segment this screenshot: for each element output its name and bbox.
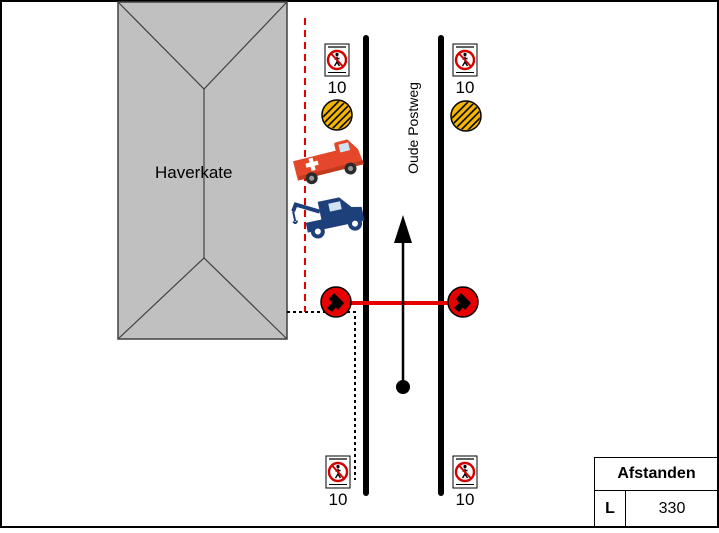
road-closed-icon xyxy=(320,286,352,318)
sign-number-bottom-left: 10 xyxy=(328,490,348,509)
distances-row-label: L xyxy=(594,490,626,528)
direction-arrow-icon xyxy=(394,215,412,394)
sign-number-top-right: 10 xyxy=(455,78,475,97)
street-name: Oude Postweg xyxy=(405,82,421,174)
ambulance-icon xyxy=(293,139,364,185)
building-haverkate xyxy=(117,1,288,340)
distances-table-header: Afstanden xyxy=(594,457,719,491)
black-dashed-boundary xyxy=(287,311,356,480)
pedestrian-prohibited-icon xyxy=(451,454,479,490)
distances-table: Afstanden L 330 xyxy=(594,457,719,528)
pedestrian-prohibited-icon xyxy=(324,454,352,490)
sign-number-top-left: 10 xyxy=(327,78,347,97)
pedestrian-prohibited-icon xyxy=(323,42,351,78)
building-label: Haverkate xyxy=(155,163,233,182)
distances-row-value: 330 xyxy=(625,490,719,528)
tow-truck-icon xyxy=(291,197,365,239)
sign-number-bottom-right: 10 xyxy=(455,490,475,509)
zone-end-icon xyxy=(446,96,488,138)
road-closed-icon xyxy=(447,286,479,318)
zone-end-icon xyxy=(317,95,359,137)
pedestrian-prohibited-icon xyxy=(451,42,479,78)
